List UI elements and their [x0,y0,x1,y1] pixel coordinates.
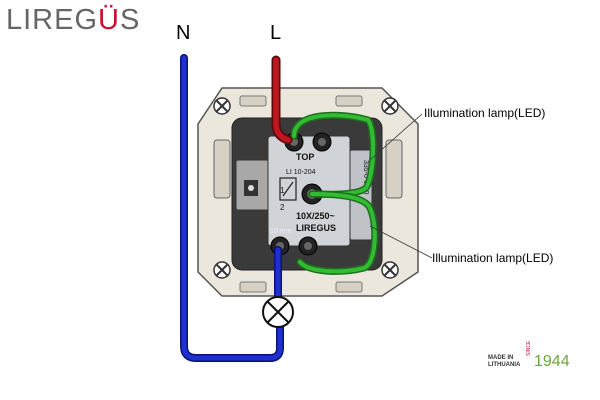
marking-rating: 10X/250~ [296,211,335,221]
marking-terminal-1: 1 [280,186,285,195]
brand-logo: LIREGÜS [6,4,140,37]
marking-brand: LIREGUS [296,223,336,233]
switch-symbol-icon [279,177,297,201]
made-in-line2: LITHUANIA [488,362,521,368]
screw-icon [381,261,399,279]
brand-prefix: LIREG [6,4,99,36]
screw-icon [213,261,231,279]
screw-icon [213,97,231,115]
live-wire [271,55,293,145]
made-in-label: MADE IN LITHUANIA [488,355,520,369]
brand-accent-char: Ü [98,4,120,36]
terminal-bottom-right [298,236,318,256]
marking-model: LI 10-204 [286,169,316,176]
neutral-wire [180,54,284,362]
made-in-line1: MADE IN [488,355,514,361]
screw-icon [381,97,399,115]
neutral-label: N [176,22,191,44]
brand-suffix: S [119,4,141,36]
since-label: SINCE [526,340,532,356]
terminal-top-right [312,132,332,152]
since-year: 1944 [534,353,570,370]
led-wire-bottom [296,190,379,275]
led-top-label: Illumination lamp(LED) [424,106,546,120]
marking-top: TOP [296,152,314,162]
marking-strip-length: 10 mm [270,228,292,235]
lamp-icon [262,296,294,328]
led-bottom-leader [369,225,433,259]
led-top-leader [369,113,423,161]
marking-terminal-2: 2 [280,203,285,212]
marking-side-code: 335-0-00-0 [362,160,369,194]
live-label: L [270,22,282,44]
led-bottom-label: Illumination lamp(LED) [432,251,554,265]
